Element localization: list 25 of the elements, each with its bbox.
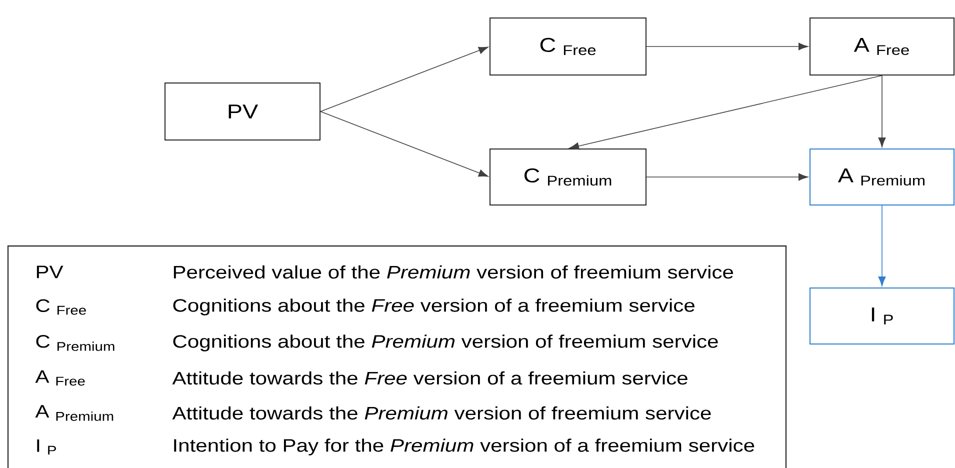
legend-symbol: A $_{Premium}$ xyxy=(35,405,114,421)
arrow xyxy=(320,46,488,112)
arrow xyxy=(878,75,886,148)
legend-symbol: I $_{P}$ xyxy=(37,439,56,455)
legend-description: Attitude towards the Free version of a freemium service xyxy=(172,371,688,385)
arrow xyxy=(320,111,488,177)
arrow xyxy=(569,75,882,150)
legend-symbol: C $_{Premium}$ xyxy=(36,335,114,351)
box: A $_{Free}$ xyxy=(810,18,954,76)
legend-description: Intention to Pay for the Premium version of a freemium service xyxy=(174,438,754,456)
legend-description: Cognitions about the Free version of a freemium service xyxy=(173,298,694,316)
box: PV xyxy=(164,82,320,140)
legend-description: Cognitions about the Premium version of freemium service xyxy=(173,334,718,352)
legend-description: Perceived value of the Premium version of freemium service xyxy=(174,265,734,279)
legend-symbol: C $_{Free}$ xyxy=(36,299,86,315)
arrow xyxy=(878,205,886,286)
box: I $_{P}$ xyxy=(810,288,954,344)
legend-description: Attitude towards the Premium version of freemium service xyxy=(172,406,711,420)
arrow xyxy=(646,42,808,50)
box: C $_{Free}$ xyxy=(490,18,646,76)
legend-symbol: A $_{Free}$ xyxy=(35,370,85,386)
arrow xyxy=(646,173,808,181)
legend-symbol: PV xyxy=(36,266,64,278)
box: C $_{Premium}$ xyxy=(490,148,646,206)
box: A $_{Premium}$ xyxy=(810,148,954,206)
